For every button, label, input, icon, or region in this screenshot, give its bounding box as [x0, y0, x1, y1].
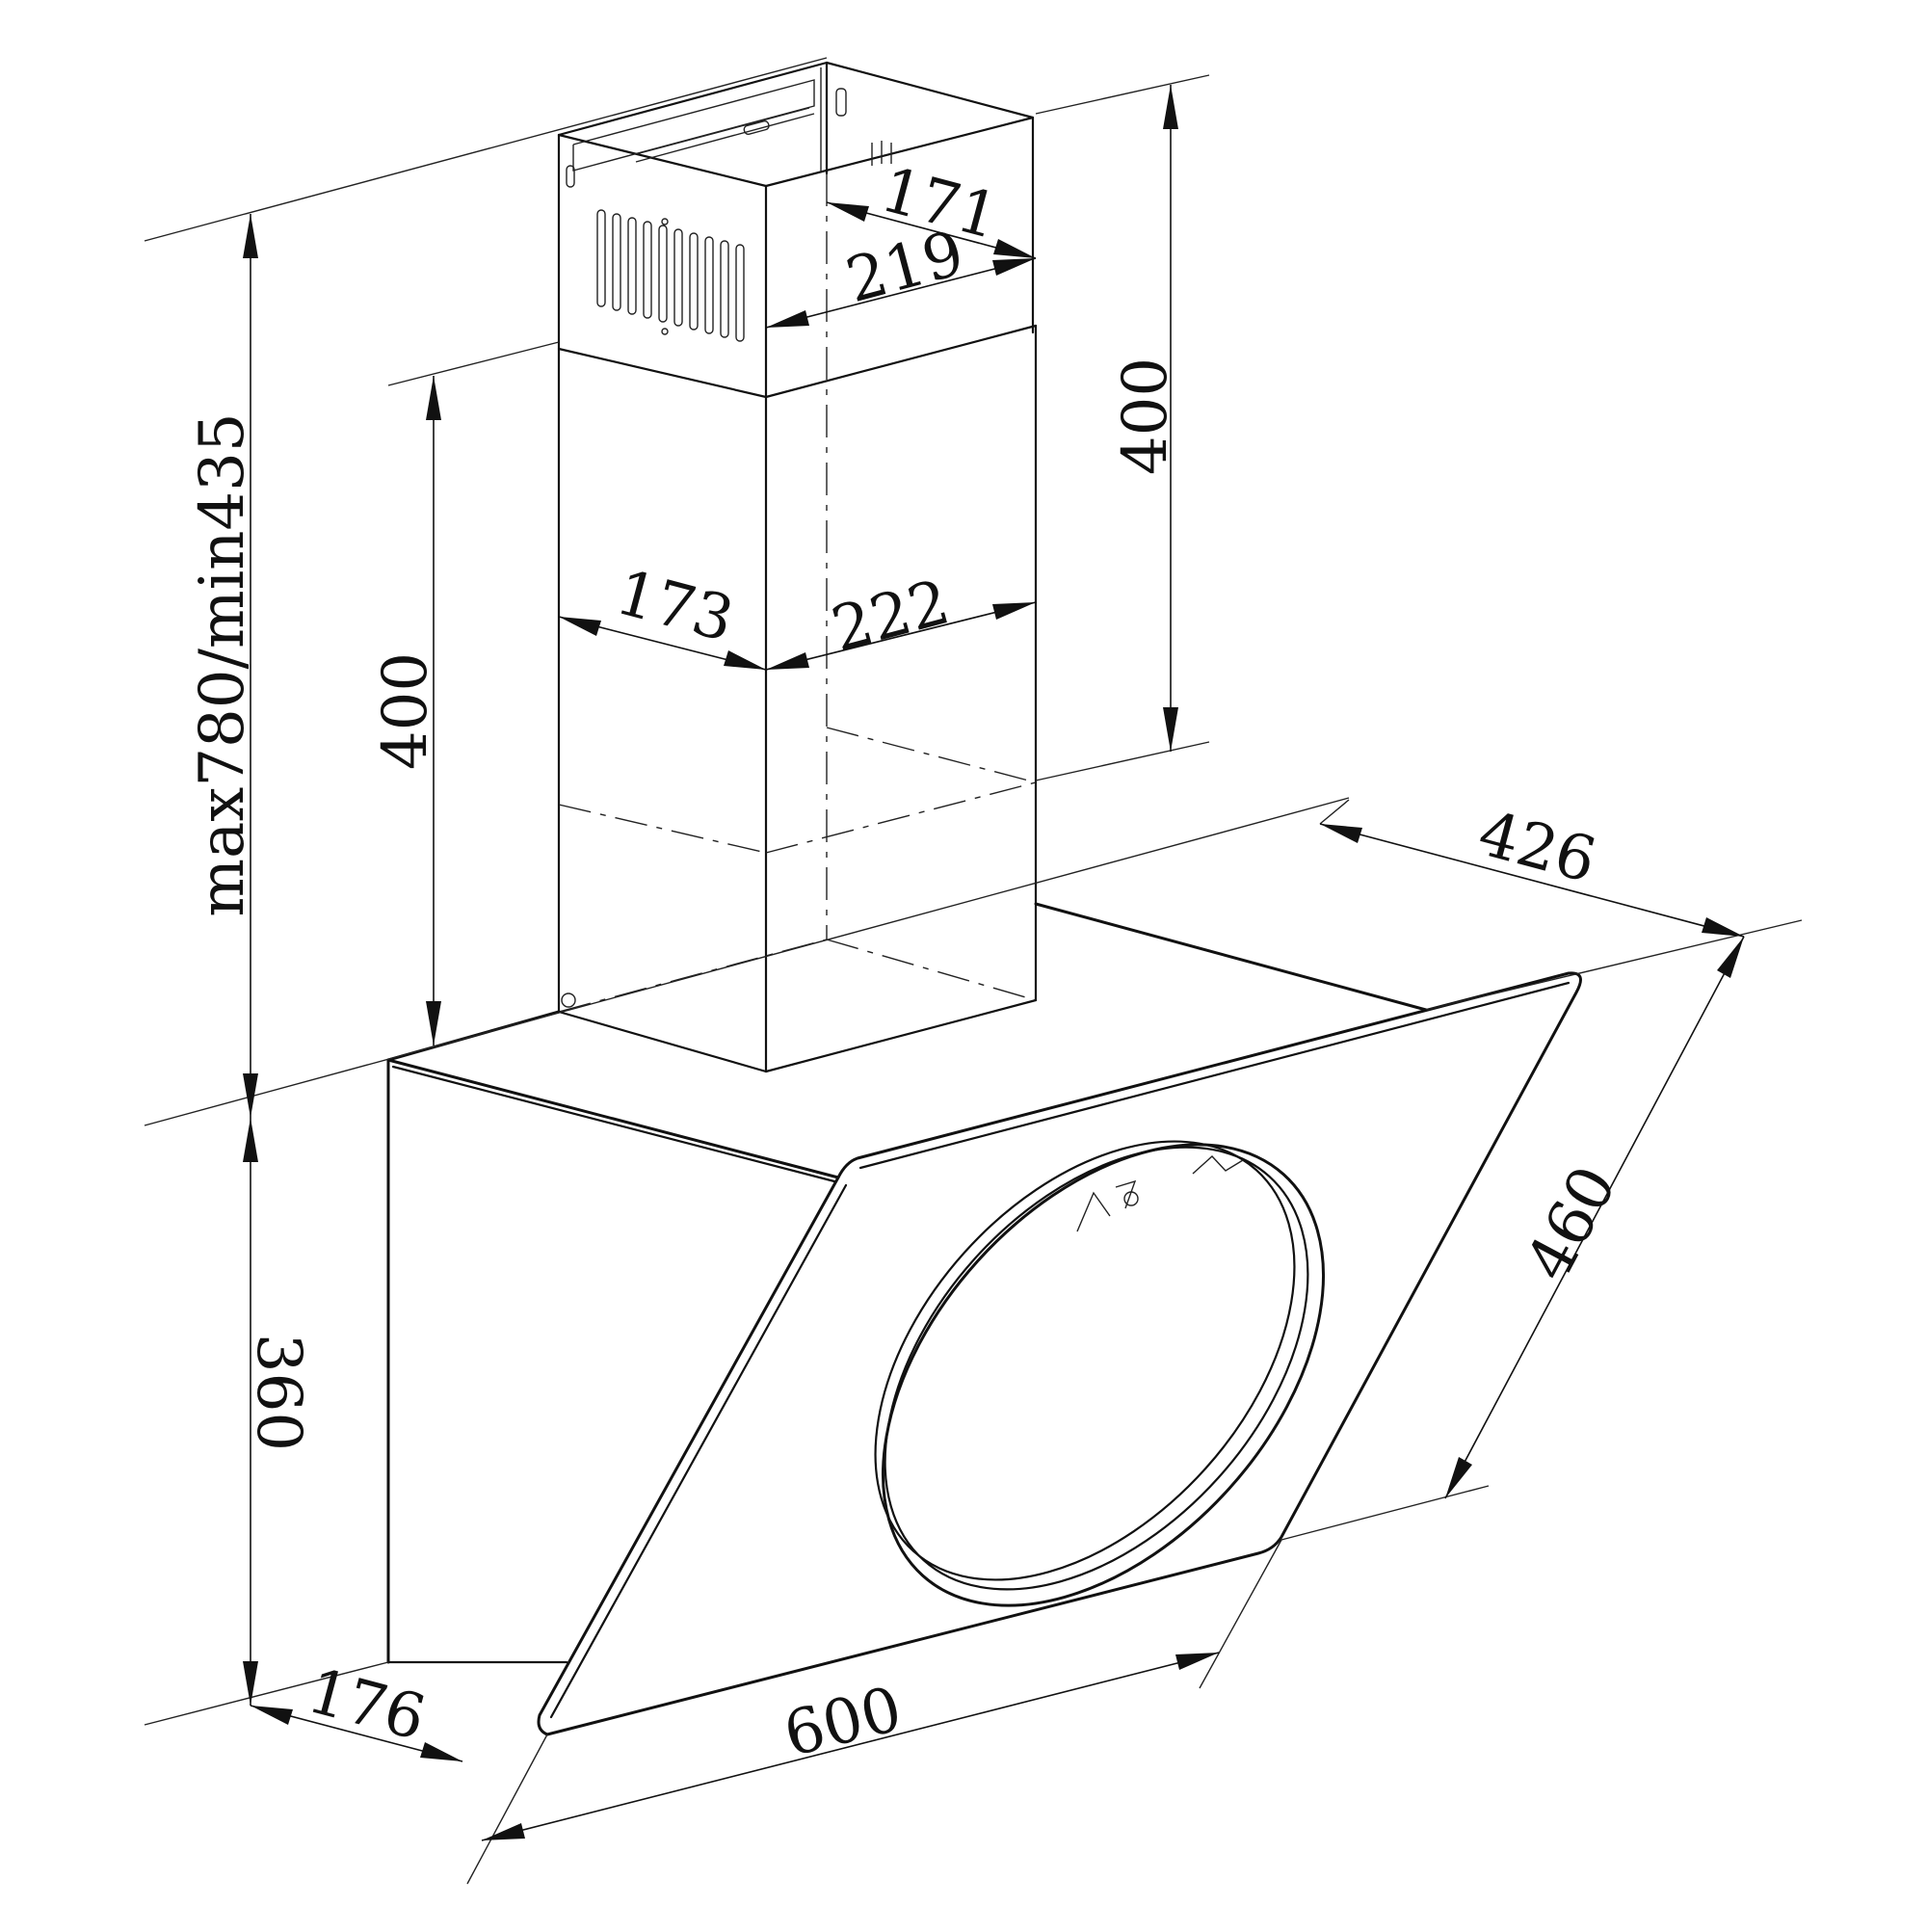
extension-lines	[144, 57, 1803, 1885]
dimension-lines	[243, 85, 1745, 1841]
lower-chimney	[557, 173, 1038, 1073]
lower-depth-label: 173	[609, 557, 741, 656]
dimension-labels: max780/min435 400 400 171 219 173 222 42…	[187, 154, 1631, 1771]
chimney-lower-height-label: 400	[370, 652, 441, 770]
upper-width-label: 219	[839, 218, 971, 317]
body-depth-label: 176	[301, 1655, 433, 1755]
chimney-upper-height-label: 400	[1110, 357, 1181, 475]
body-height-label: 360	[243, 1334, 314, 1451]
glass-panel	[537, 971, 1582, 1736]
hood-width-label: 600	[778, 1674, 909, 1771]
hood-depth-label: 426	[1471, 798, 1603, 897]
lower-width-label: 222	[825, 567, 957, 666]
total-height-label: max780/min435	[187, 412, 258, 916]
glass-height-label: 460	[1513, 1155, 1631, 1293]
upper-chimney	[557, 61, 1035, 399]
hood-body	[386, 902, 1428, 1664]
vent-slots	[566, 165, 745, 342]
